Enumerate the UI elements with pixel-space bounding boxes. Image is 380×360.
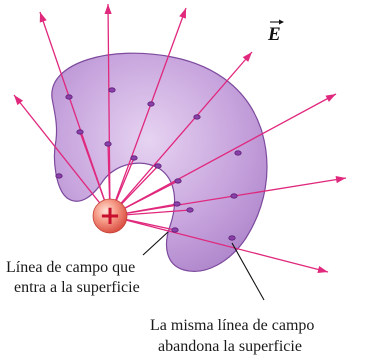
crossing-point	[65, 94, 73, 100]
arrowhead-icon	[179, 8, 186, 19]
entering-leader-line	[142, 231, 169, 256]
field-line	[124, 203, 178, 215]
field-line	[123, 180, 179, 210]
e-symbol: E	[267, 24, 281, 45]
crossing-point	[76, 129, 84, 135]
arrowhead-icon	[14, 95, 23, 106]
crossing-point	[147, 101, 155, 107]
field-line	[124, 219, 329, 273]
crossing-point	[130, 155, 138, 161]
crossing-point	[173, 201, 181, 207]
field-line	[115, 157, 135, 203]
arrowhead-icon	[325, 94, 336, 102]
crossing-point	[108, 87, 116, 93]
field-line	[122, 93, 337, 210]
crossing-point	[174, 178, 182, 184]
field-line	[107, 143, 111, 202]
arrowhead-icon	[242, 52, 252, 62]
entering-caption-line-2: entra a la superficie	[14, 279, 140, 296]
charge-sign: +	[99, 201, 121, 231]
field-line	[79, 131, 106, 203]
leaving-caption-line-2: abandona la superficie	[158, 338, 302, 355]
field-line	[119, 165, 159, 206]
crossing-point	[104, 141, 112, 147]
crossing-point	[186, 207, 194, 213]
field-line	[13, 94, 102, 205]
crossing-point	[171, 227, 179, 233]
surface-crossings	[55, 87, 242, 241]
crossing-point	[193, 114, 201, 120]
crossing-point	[55, 173, 63, 179]
field-line	[124, 218, 176, 231]
positive-charge: +	[92, 198, 128, 234]
leaving-leader-line	[231, 242, 265, 301]
crossing-point	[234, 150, 242, 156]
field-lines	[13, 3, 347, 273]
closed-surface	[51, 52, 268, 272]
crossing-point	[230, 193, 238, 199]
field-line	[119, 51, 253, 206]
field-line	[107, 3, 111, 202]
field-line	[124, 209, 191, 216]
arrowhead-icon	[335, 176, 346, 184]
crossing-point	[228, 235, 236, 241]
electric-field-label: E	[267, 19, 284, 45]
leaving-caption-line-1: La misma línea de campo	[150, 317, 314, 334]
arrowhead-icon	[317, 266, 328, 273]
arrowhead-icon	[39, 12, 47, 23]
arrowhead-icon	[104, 4, 112, 14]
entering-caption-line-1: Línea de campo que	[6, 259, 135, 276]
crossing-point	[154, 163, 162, 169]
